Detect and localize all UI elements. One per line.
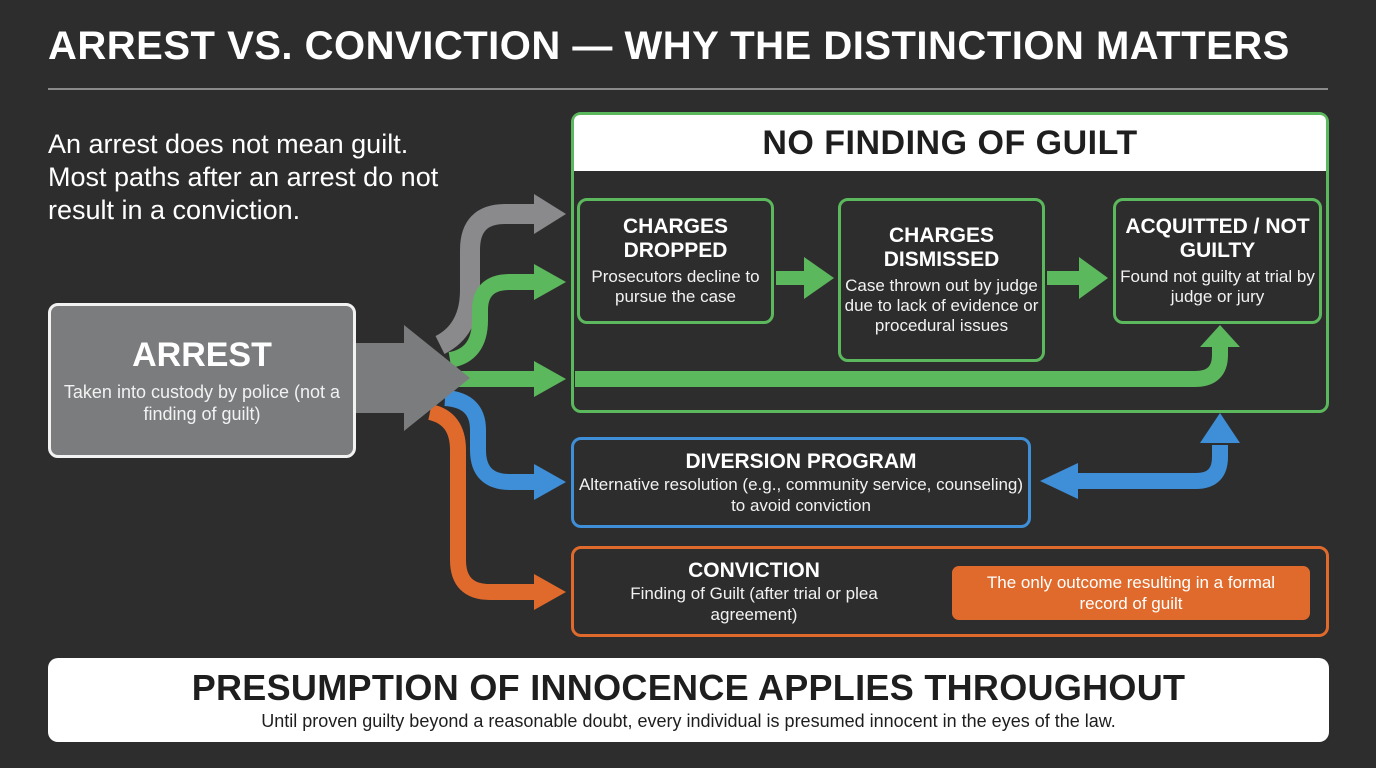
arrest-description: Taken into custody by police (not a find… bbox=[63, 382, 341, 424]
arrow-to-conviction bbox=[427, 404, 536, 600]
arrest-box: ARREST Taken into custody by police (not… bbox=[48, 303, 356, 458]
no-finding-header: NO FINDING OF GUILT bbox=[574, 115, 1326, 171]
title-divider bbox=[48, 88, 1328, 90]
arrow-to-no-finding-frame bbox=[435, 204, 536, 354]
banner-text: Until proven guilty beyond a reasonable … bbox=[261, 711, 1116, 731]
arrest-outflow bbox=[356, 325, 470, 431]
conviction-description: Finding of Guilt (after trial or plea ag… bbox=[630, 584, 878, 624]
arrow-to-charges-dropped bbox=[448, 274, 536, 368]
no-finding-frame: NO FINDING OF GUILT bbox=[571, 112, 1329, 413]
arrest-label: ARREST bbox=[132, 336, 272, 374]
banner-heading: PRESUMPTION OF INNOCENCE APPLIES THROUGH… bbox=[191, 667, 1186, 708]
charges-dropped-box: CHARGES DROPPED Prosecutors decline to p… bbox=[577, 198, 774, 324]
intro-text: An arrest does not mean guilt. Most path… bbox=[48, 129, 439, 225]
charges-dropped-label: CHARGES DROPPED bbox=[622, 215, 728, 262]
presumption-banner: PRESUMPTION OF INNOCENCE APPLIES THROUGH… bbox=[48, 658, 1329, 742]
diversion-label: DIVERSION PROGRAM bbox=[685, 450, 917, 473]
conviction-label: CONVICTION bbox=[688, 559, 820, 582]
acquitted-label: ACQUITTED / NOT GUILTY bbox=[1125, 215, 1310, 262]
arrow-diversion-to-acquitted bbox=[1075, 445, 1228, 489]
diversion-box: DIVERSION PROGRAM Alternative resolution… bbox=[571, 437, 1031, 528]
charges-dropped-description: Prosecutors decline to pursue the case bbox=[591, 267, 760, 306]
charges-dismissed-box: CHARGES DISMISSED Case thrown out by jud… bbox=[838, 198, 1045, 362]
conviction-note: The only outcome resulting in a formal r… bbox=[952, 566, 1310, 620]
conviction-text: CONVICTION Finding of Guilt (after trial… bbox=[604, 549, 904, 634]
arrow-run-to-acquitted bbox=[575, 345, 1228, 387]
arrow-to-diversion bbox=[444, 390, 536, 490]
acquitted-description: Found not guilty at trial by judge or ju… bbox=[1120, 267, 1315, 306]
page-title: ARREST VS. CONVICTION — WHY THE DISTINCT… bbox=[48, 24, 1290, 68]
acquitted-box: ACQUITTED / NOT GUILTY Found not guilty … bbox=[1113, 198, 1322, 324]
charges-dismissed-label: CHARGES DISMISSED bbox=[883, 224, 1000, 271]
charges-dismissed-description: Case thrown out by judge due to lack of … bbox=[844, 276, 1039, 335]
diversion-description: Alternative resolution (e.g., community … bbox=[578, 475, 1024, 515]
conviction-box: CONVICTION Finding of Guilt (after trial… bbox=[571, 546, 1329, 637]
